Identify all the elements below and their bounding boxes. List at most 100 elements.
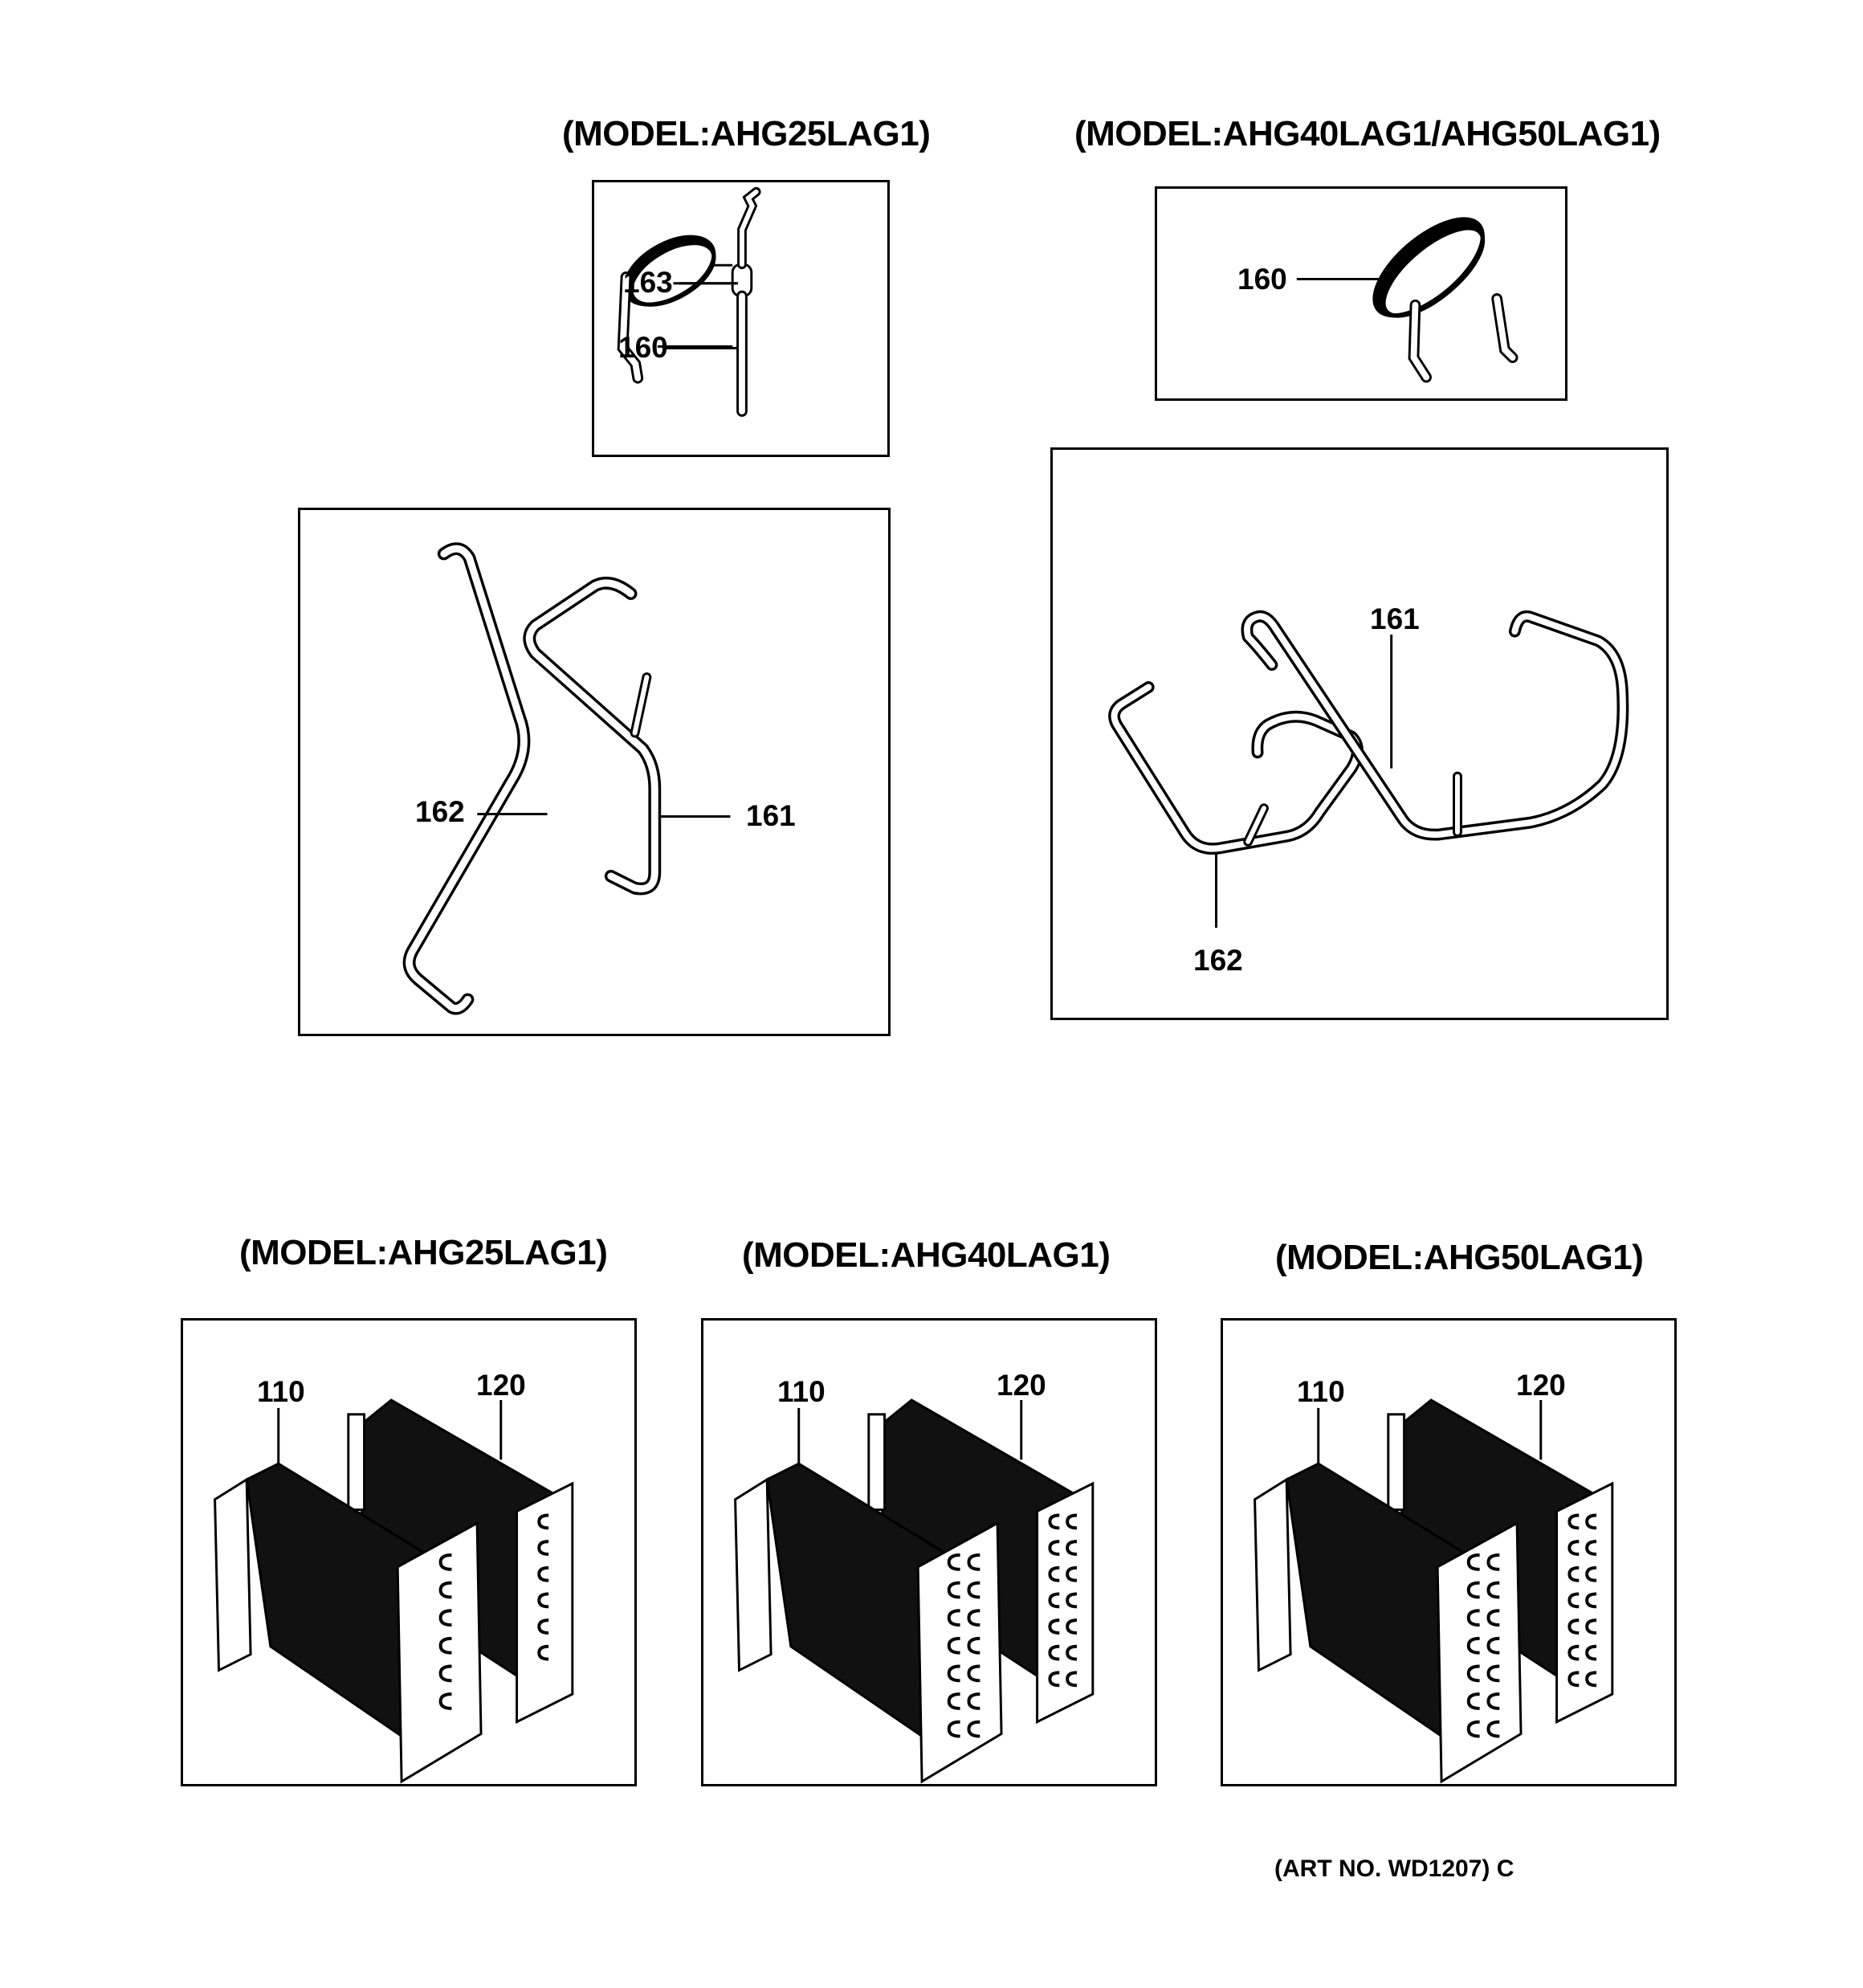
return-bend-rear: [537, 1592, 549, 1609]
return-bend-rear: [1585, 1540, 1597, 1556]
rear-coil-endplate-left: [1387, 1413, 1406, 1512]
return-bend-rear: [1585, 1513, 1597, 1530]
front-coil-tube-sheet: [396, 1521, 483, 1784]
rear-coil-tube-sheet: [516, 1481, 574, 1725]
capillary-tube-drawing: [1296, 217, 1519, 383]
title-top-left: (MODEL:AHG25LAG1): [562, 114, 931, 153]
return-bend-rear: [1048, 1644, 1060, 1661]
rear-coil-tube-sheet: [1555, 1481, 1614, 1725]
pipes-drawing-25: [402, 542, 731, 1015]
coil-drawing: [734, 1398, 1095, 1784]
return-bend-rear: [1585, 1565, 1597, 1582]
return-bend-front: [1466, 1609, 1480, 1627]
return-bend-front: [1486, 1609, 1500, 1627]
return-bend-front: [1486, 1664, 1500, 1683]
title-bottom-1: (MODEL:AHG25LAG1): [239, 1233, 608, 1272]
art-number: (ART NO. WD1207) C: [1274, 1855, 1514, 1882]
callout-163: 163: [623, 266, 673, 299]
title-bottom-3: (MODEL:AHG50LAG1): [1275, 1238, 1644, 1277]
return-bend-front: [438, 1581, 452, 1599]
return-bend-rear: [1567, 1565, 1580, 1582]
return-bend-rear: [1585, 1592, 1597, 1609]
return-bend-rear: [1585, 1644, 1597, 1661]
capillary-strainer-panel: 163 160: [592, 180, 890, 457]
callout-162: 162: [415, 795, 465, 828]
return-bend-front: [947, 1581, 960, 1599]
return-bend-rear: [537, 1540, 549, 1556]
coil-drawing: [1254, 1398, 1614, 1784]
return-bend-front: [1486, 1581, 1500, 1599]
return-bend-rear: [1048, 1540, 1060, 1556]
return-bend-rear: [1585, 1619, 1597, 1635]
return-bend-front: [1486, 1636, 1500, 1655]
return-bend-front: [1466, 1664, 1480, 1683]
return-bend-front: [1466, 1636, 1480, 1655]
return-bend-front: [1486, 1553, 1500, 1571]
return-bend-rear: [1066, 1619, 1078, 1635]
return-bend-rear: [1567, 1540, 1580, 1556]
rear-coil-endplate-left: [347, 1413, 366, 1512]
coil-panel-50: 110 120: [1221, 1318, 1677, 1786]
return-bend-rear: [1066, 1540, 1078, 1556]
rear-coil-tube-sheet: [1036, 1481, 1095, 1725]
return-bend-rear: [1048, 1671, 1060, 1688]
return-bend-rear: [1066, 1565, 1078, 1582]
callout-120: 120: [476, 1369, 526, 1402]
pipes-panel-25: 162 161: [298, 508, 891, 1036]
return-bend-rear: [1048, 1619, 1060, 1635]
return-bend-rear: [1066, 1671, 1078, 1688]
return-bend-rear: [1567, 1619, 1580, 1635]
callout-161: 161: [746, 799, 796, 832]
return-bend-rear: [537, 1565, 549, 1582]
rear-coil-endplate-left: [867, 1413, 887, 1512]
coil-panel-40: 110 120: [701, 1318, 1157, 1786]
capillary-tube-panel: 160: [1155, 186, 1567, 401]
callout-162-b: 162: [1193, 944, 1243, 977]
return-bend-front: [947, 1692, 960, 1710]
front-coil-endplate-left: [214, 1477, 252, 1672]
return-bend-rear: [1567, 1592, 1580, 1609]
return-bend-rear: [537, 1619, 549, 1635]
return-bend-front: [1466, 1553, 1480, 1571]
return-bend-front: [438, 1609, 452, 1627]
return-bend-rear: [1567, 1671, 1580, 1688]
title-top-right: (MODEL:AHG40LAG1/AHG50LAG1): [1074, 114, 1661, 153]
return-bend-front: [967, 1720, 980, 1738]
title-bottom-2: (MODEL:AHG40LAG1): [742, 1235, 1111, 1275]
return-bend-front: [967, 1609, 980, 1627]
return-bend-front: [967, 1692, 980, 1710]
return-bend-front: [947, 1609, 960, 1627]
return-bend-front: [1466, 1581, 1480, 1599]
return-bend-front: [947, 1553, 960, 1571]
callout-160: 160: [618, 331, 668, 364]
return-bend-front: [438, 1692, 452, 1710]
return-bend-rear: [1066, 1513, 1078, 1530]
front-coil-endplate-left: [1254, 1477, 1292, 1672]
front-coil-endplate-left: [734, 1477, 773, 1672]
return-bend-rear: [1066, 1592, 1078, 1609]
return-bend-rear: [1567, 1513, 1580, 1530]
return-bend-rear: [1066, 1644, 1078, 1661]
callout-120: 120: [1516, 1369, 1566, 1402]
return-bend-front: [967, 1664, 980, 1683]
return-bend-front: [967, 1636, 980, 1655]
callout-110: 110: [257, 1375, 305, 1408]
return-bend-rear: [537, 1513, 549, 1530]
return-bend-rear: [1585, 1671, 1597, 1688]
return-bend-rear: [1567, 1644, 1580, 1661]
coil-drawing: [214, 1398, 574, 1784]
capillary-strainer-drawing: [617, 186, 761, 417]
return-bend-front: [1486, 1720, 1500, 1738]
return-bend-front: [967, 1553, 980, 1571]
return-bend-front: [1466, 1692, 1480, 1710]
return-bend-rear: [537, 1644, 549, 1661]
return-bend-front: [1486, 1692, 1500, 1710]
return-bend-front: [967, 1581, 980, 1599]
callout-120: 120: [997, 1369, 1046, 1402]
return-bend-front: [947, 1664, 960, 1683]
return-bend-front: [438, 1553, 452, 1571]
return-bend-front: [1466, 1720, 1480, 1738]
callout-110: 110: [1297, 1375, 1345, 1408]
callout-110: 110: [777, 1375, 826, 1408]
return-bend-front: [438, 1636, 452, 1655]
